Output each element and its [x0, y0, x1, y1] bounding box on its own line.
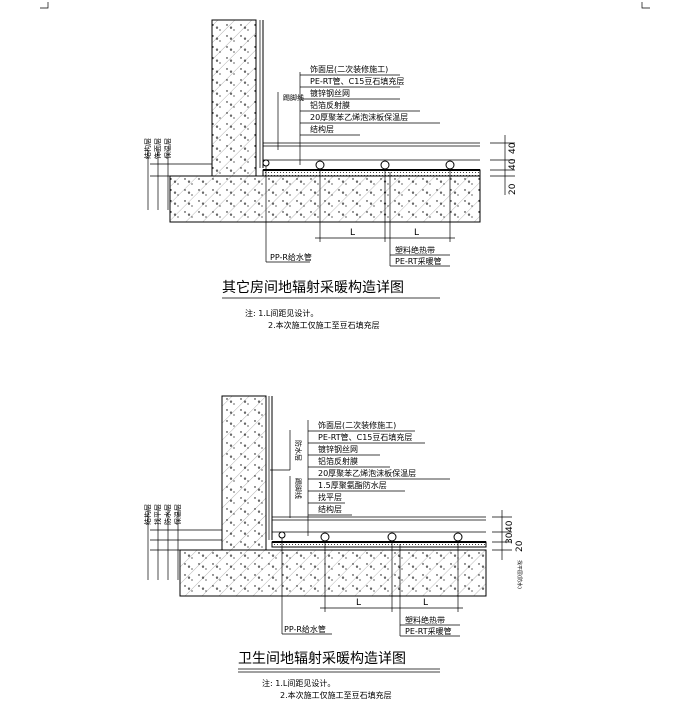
note-1: 注: 1.L间距见设计。 [245, 308, 318, 318]
corner-mark-top-left [40, 2, 49, 9]
svg-text:铝箔反射膜: 铝箔反射膜 [310, 100, 350, 110]
dim-label: 40 [508, 142, 518, 154]
heating-pipes-1 [315, 160, 455, 170]
svg-text:PE-RT管、C15豆石填充层: PE-RT管、C15豆石填充层 [310, 76, 404, 86]
dim-label: 40 [505, 520, 515, 532]
wall-layer-label: 结构层 [143, 504, 152, 525]
svg-text:PE-RT管、C15豆石填充层: PE-RT管、C15豆石填充层 [318, 432, 412, 442]
water-pipe-2 [278, 531, 286, 539]
wall-layer-label: 结构层 [143, 138, 152, 159]
diagram-1-title: 其它房间地辐射采暖构造详图 [222, 279, 404, 296]
layer-labels-1: 饰面层(二次装修施工) PE-RT管、C15豆石填充层 镀锌钢丝网 铝箔反射膜 … [300, 64, 440, 136]
wall-layer-label: 保温层 [163, 138, 172, 159]
svg-text:20厚聚苯乙烯泡沫板保温层: 20厚聚苯乙烯泡沫板保温层 [318, 468, 416, 478]
wall-layer-label: 保温层 [173, 504, 182, 525]
svg-text:镀锌钢丝网: 镀锌钢丝网 [318, 444, 358, 454]
water-pipe-1 [262, 159, 270, 167]
svg-text:结构层: 结构层 [310, 124, 334, 134]
heating-pipe-label: PE-RT采暖管 [395, 256, 442, 266]
water-pipe-label: PP-R给水管 [284, 624, 326, 634]
spacing-l: L [423, 598, 428, 608]
skirting-label: 踢脚线 [294, 478, 303, 499]
dim-label: 20 [508, 183, 518, 195]
layer-labels-2: 饰面层(二次装修施工) PE-RT管、C15豆石填充层 镀锌钢丝网 铝箔反射膜 … [308, 420, 450, 516]
svg-text:找平层: 找平层 [318, 492, 342, 502]
dim-label: 40 [508, 158, 518, 170]
dim-label: 20 [515, 540, 525, 552]
svg-text:饰面层(二次装修施工): 饰面层(二次装修施工) [318, 420, 396, 430]
diagram-1: 结构层 饰面层 保温层 踢脚线 饰面层(二次装修施工) PE-RT管、C15豆石… [143, 19, 518, 330]
heating-pipes-2 [320, 532, 463, 542]
waterproof-label: 防水层 [294, 440, 303, 461]
wall-layer-label: 饰面层 [153, 138, 162, 159]
spacing-l: L [414, 228, 419, 238]
water-pipe-label: PP-R给水管 [270, 252, 312, 262]
insulation-strip-label: 塑料绝热带 [405, 615, 445, 625]
note-1: 注: 1.L间距见设计。 [262, 678, 335, 688]
svg-text:结构层: 结构层 [318, 504, 342, 514]
diagram-2-title: 卫生间地辐射采暖构造详图 [238, 651, 406, 667]
note-2: 2.本次施工仅施工至豆石填充层 [268, 320, 380, 330]
svg-text:1.5厚聚氨酯防水层: 1.5厚聚氨酯防水层 [318, 480, 387, 490]
wall-layer-label: 防水层 [163, 504, 172, 525]
spacing-l: L [356, 598, 361, 608]
corner-mark-top-right [641, 2, 650, 9]
insulation-strip-label: 塑料绝热带 [395, 245, 435, 255]
svg-text:20厚聚苯乙烯泡沫板保温层: 20厚聚苯乙烯泡沫板保温层 [310, 112, 408, 122]
right-vertical-label: 找平层(防水) [516, 560, 523, 589]
svg-text:镀锌钢丝网: 镀锌钢丝网 [310, 88, 350, 98]
diagram-2: 结构层 找平层 防水层 保温层 防水层 踢脚线 饰面层(二次装修施工) PE-R… [143, 395, 525, 700]
note-2: 2.本次施工仅施工至豆石填充层 [280, 690, 392, 700]
spacing-l: L [350, 228, 355, 238]
dim-label: 30 [505, 532, 515, 544]
skirting-label: 踢脚线 [283, 93, 304, 102]
svg-text:饰面层(二次装修施工): 饰面层(二次装修施工) [310, 64, 388, 74]
wall-layer-label: 找平层 [153, 504, 162, 525]
svg-text:铝箔反射膜: 铝箔反射膜 [318, 456, 358, 466]
heating-pipe-label: PE-RT采暖管 [405, 626, 452, 636]
